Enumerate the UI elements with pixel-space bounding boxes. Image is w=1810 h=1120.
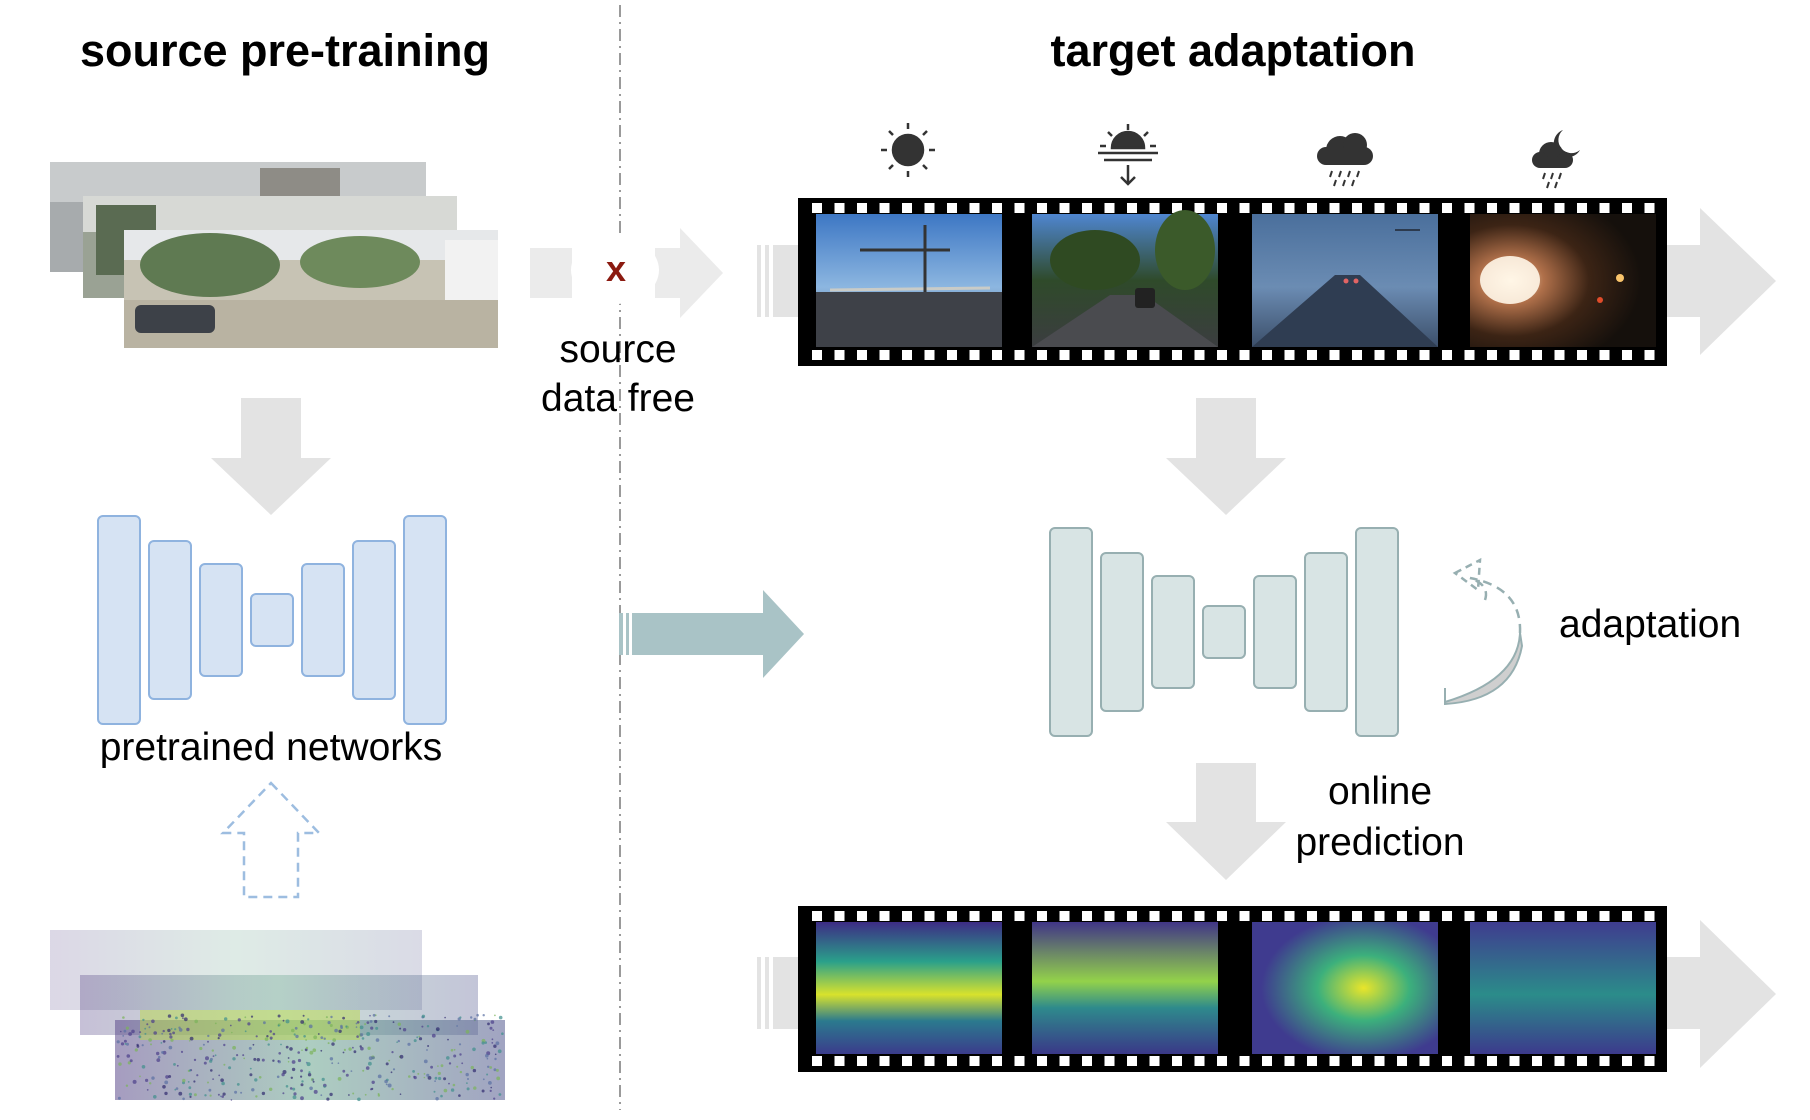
- night-rain-frame: [1470, 214, 1656, 347]
- blocked-source-arrow: [530, 228, 723, 318]
- prediction-label: prediction: [1295, 821, 1464, 864]
- depth-prediction-film-strip: [757, 906, 1776, 1072]
- encoder-layer-1: [97, 515, 141, 725]
- encoder-layer-3: [1151, 575, 1195, 689]
- decoder-layer-2: [352, 540, 396, 700]
- film-perforations: [812, 911, 1655, 921]
- film-perforations: [812, 203, 1655, 213]
- transfer-arrow: [619, 590, 804, 678]
- pretrained-networks-label: pretrained networks: [100, 726, 443, 769]
- online-label: online: [1328, 770, 1432, 813]
- encoder-layer-3: [199, 563, 243, 677]
- source-image-front: [124, 230, 498, 348]
- dashed-up-arrow: [220, 781, 322, 899]
- depth-map-frame-1: [816, 922, 1002, 1054]
- source-image-stack: [50, 162, 498, 348]
- sunset-icon: [1098, 124, 1158, 186]
- decoder-layer-3: [1355, 527, 1399, 737]
- decoder-layer-1: [301, 563, 345, 677]
- decoder-layer-3: [403, 515, 447, 725]
- bottleneck-layer: [250, 593, 294, 647]
- decoder-layer-1: [1253, 575, 1297, 689]
- decoder-layer-2: [1304, 552, 1348, 712]
- rain-cloud-icon: [1317, 133, 1373, 187]
- bottleneck-layer: [1202, 605, 1246, 659]
- blocked-mark: x: [606, 248, 626, 289]
- sun-icon: [881, 123, 935, 177]
- depth-map-frame-4: [1470, 922, 1656, 1054]
- encoder-layer-2: [148, 540, 192, 700]
- rainy-frame: [1252, 214, 1438, 347]
- source-pretrained-network: [97, 515, 447, 725]
- down-arrow-to-network: [211, 398, 331, 515]
- encoder-layer-1: [1049, 527, 1093, 737]
- target-input-film-strip: [757, 198, 1776, 366]
- down-arrow-to-target-network: [1166, 398, 1286, 515]
- lidar-point-cloud-image: [50, 930, 505, 1102]
- film-perforations: [812, 350, 1655, 360]
- night-rain-icon: [1532, 130, 1580, 189]
- source-pretraining-heading: source pre-training: [80, 25, 490, 76]
- adaptation-label: adaptation: [1559, 603, 1741, 646]
- depth-map-frame-3: [1252, 922, 1438, 1054]
- data-free-label: data free: [541, 377, 695, 420]
- sunny-frame: [816, 214, 1002, 347]
- film-flow-arrow: [757, 208, 1776, 355]
- sunset-frame: [1032, 210, 1218, 347]
- encoder-layer-2: [1100, 552, 1144, 712]
- adaptation-loop-arrow: [1444, 557, 1524, 706]
- down-arrow-to-predictions: [1166, 763, 1286, 880]
- film-flow-arrow: [757, 920, 1776, 1068]
- target-adaptation-heading: target adaptation: [1050, 25, 1415, 76]
- film-perforations: [812, 1056, 1655, 1066]
- target-adapting-network: [1049, 527, 1399, 737]
- source-label: source: [559, 328, 676, 371]
- depth-map-frame-2: [1032, 922, 1218, 1054]
